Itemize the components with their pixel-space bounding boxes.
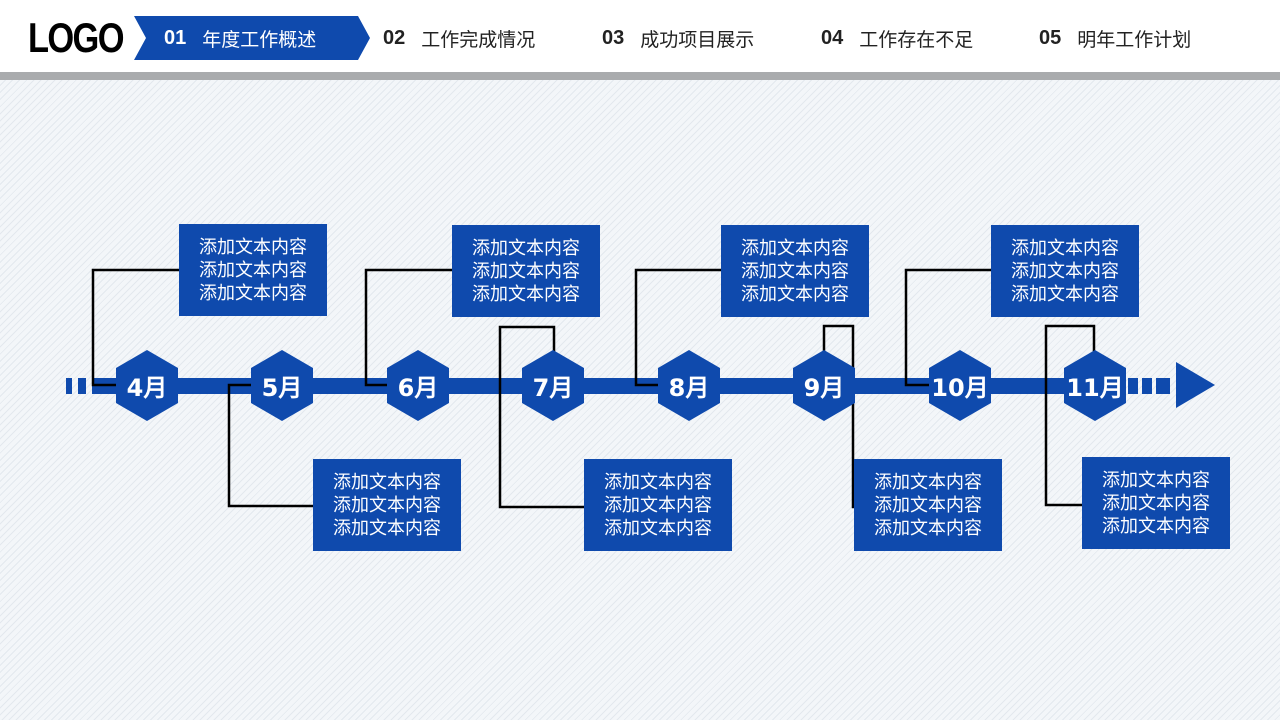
nav-item-number: 01: [164, 26, 187, 49]
nav-item-projects[interactable]: 03 成功项目展示: [602, 16, 754, 60]
month-hexagon: [1064, 350, 1126, 421]
text-box-line: 添加文本内容: [741, 283, 849, 305]
header-divider: [0, 72, 1280, 80]
nav-active-indicator: [134, 16, 370, 60]
connector-line: [91, 268, 180, 387]
text-box-september[interactable]: 添加文本内容 添加文本内容 添加文本内容: [854, 459, 1002, 551]
nav-item-label: 明年工作计划: [1077, 28, 1192, 51]
nav-item-shortcomings[interactable]: 04 工作存在不足: [821, 16, 973, 60]
text-box-line: 添加文本内容: [472, 237, 580, 259]
nav-item-completion[interactable]: 02 工作完成情况: [383, 16, 535, 60]
month-label-july: 7月: [532, 373, 574, 402]
text-box-line: 添加文本内容: [199, 282, 307, 304]
connector-line: [634, 268, 722, 387]
connector-lines: [91, 268, 1096, 509]
nav-item-next-year-plan[interactable]: 05 明年工作计划: [1039, 16, 1191, 60]
text-box-line: 添加文本内容: [1011, 260, 1119, 282]
text-box-line: 添加文本内容: [333, 471, 441, 493]
nav-item-number: 02: [383, 26, 406, 49]
timeline-arrow-icon: [1176, 362, 1215, 408]
text-box-line: 添加文本内容: [604, 494, 712, 516]
text-box-line: 添加文本内容: [199, 236, 307, 258]
month-label-may: 5月: [261, 373, 303, 402]
text-box-line: 添加文本内容: [333, 494, 441, 516]
timeline-dash-left: [78, 378, 86, 394]
nav-item-label: 年度工作概述: [202, 28, 317, 51]
connector-line: [227, 383, 314, 508]
nav-item-number: 03: [602, 26, 625, 49]
timeline-dash-left: [66, 378, 72, 394]
connector-line: [904, 268, 992, 387]
text-box-line: 添加文本内容: [604, 517, 712, 539]
text-box-may[interactable]: 添加文本内容 添加文本内容 添加文本内容: [313, 459, 461, 551]
text-box-line: 添加文本内容: [1102, 469, 1210, 491]
month-hexagons: [116, 350, 1126, 421]
nav-item-label: 成功项目展示: [640, 28, 755, 51]
text-box-line: 添加文本内容: [472, 260, 580, 282]
timeline-dash-right: [1128, 378, 1138, 394]
connector-line: [822, 324, 855, 509]
text-box-august[interactable]: 添加文本内容 添加文本内容 添加文本内容: [721, 225, 869, 317]
nav-item-overview[interactable]: 01 年度工作概述: [164, 16, 316, 60]
month-label-september: 9月: [803, 373, 845, 402]
month-label-october: 10月: [931, 373, 989, 402]
text-box-line: 添加文本内容: [1011, 237, 1119, 259]
month-label-november: 11月: [1066, 373, 1124, 402]
timeline-bar: [92, 378, 1126, 394]
text-box-july[interactable]: 添加文本内容 添加文本内容 添加文本内容: [584, 459, 732, 551]
text-box-line: 添加文本内容: [741, 237, 849, 259]
month-label-june: 6月: [397, 373, 439, 402]
timeline-dash-right: [1156, 378, 1170, 394]
text-box-line: 添加文本内容: [1011, 283, 1119, 305]
text-box-line: 添加文本内容: [604, 471, 712, 493]
text-box-line: 添加文本内容: [472, 283, 580, 305]
nav-item-label: 工作完成情况: [421, 28, 536, 51]
text-box-april[interactable]: 添加文本内容 添加文本内容 添加文本内容: [179, 224, 327, 316]
month-label-august: 8月: [668, 373, 710, 402]
text-box-october[interactable]: 添加文本内容 添加文本内容 添加文本内容: [991, 225, 1139, 317]
text-box-line: 添加文本内容: [333, 517, 441, 539]
text-box-line: 添加文本内容: [1102, 515, 1210, 537]
month-label-april: 4月: [126, 373, 168, 402]
nav-item-number: 05: [1039, 26, 1062, 49]
month-hexagon: [929, 350, 991, 421]
month-hexagon: [658, 350, 720, 421]
connector-line: [1044, 324, 1096, 507]
month-hexagon: [116, 350, 178, 421]
month-hexagon: [251, 350, 313, 421]
nav-item-label: 工作存在不足: [859, 28, 974, 51]
text-box-line: 添加文本内容: [874, 517, 982, 539]
connector-line: [498, 325, 585, 509]
month-hexagon: [793, 350, 855, 421]
text-box-line: 添加文本内容: [874, 471, 982, 493]
text-box-line: 添加文本内容: [199, 259, 307, 281]
text-box-line: 添加文本内容: [874, 494, 982, 516]
text-box-line: 添加文本内容: [1102, 492, 1210, 514]
text-box-june[interactable]: 添加文本内容 添加文本内容 添加文本内容: [452, 225, 600, 317]
logo: LOGO: [28, 14, 124, 61]
month-hexagon: [522, 350, 584, 421]
text-box-november[interactable]: 添加文本内容 添加文本内容 添加文本内容: [1082, 457, 1230, 549]
month-hexagon: [387, 350, 449, 421]
timeline-dash-right: [1142, 378, 1152, 394]
connector-line: [364, 268, 453, 387]
text-box-line: 添加文本内容: [741, 260, 849, 282]
nav-item-number: 04: [821, 26, 844, 49]
